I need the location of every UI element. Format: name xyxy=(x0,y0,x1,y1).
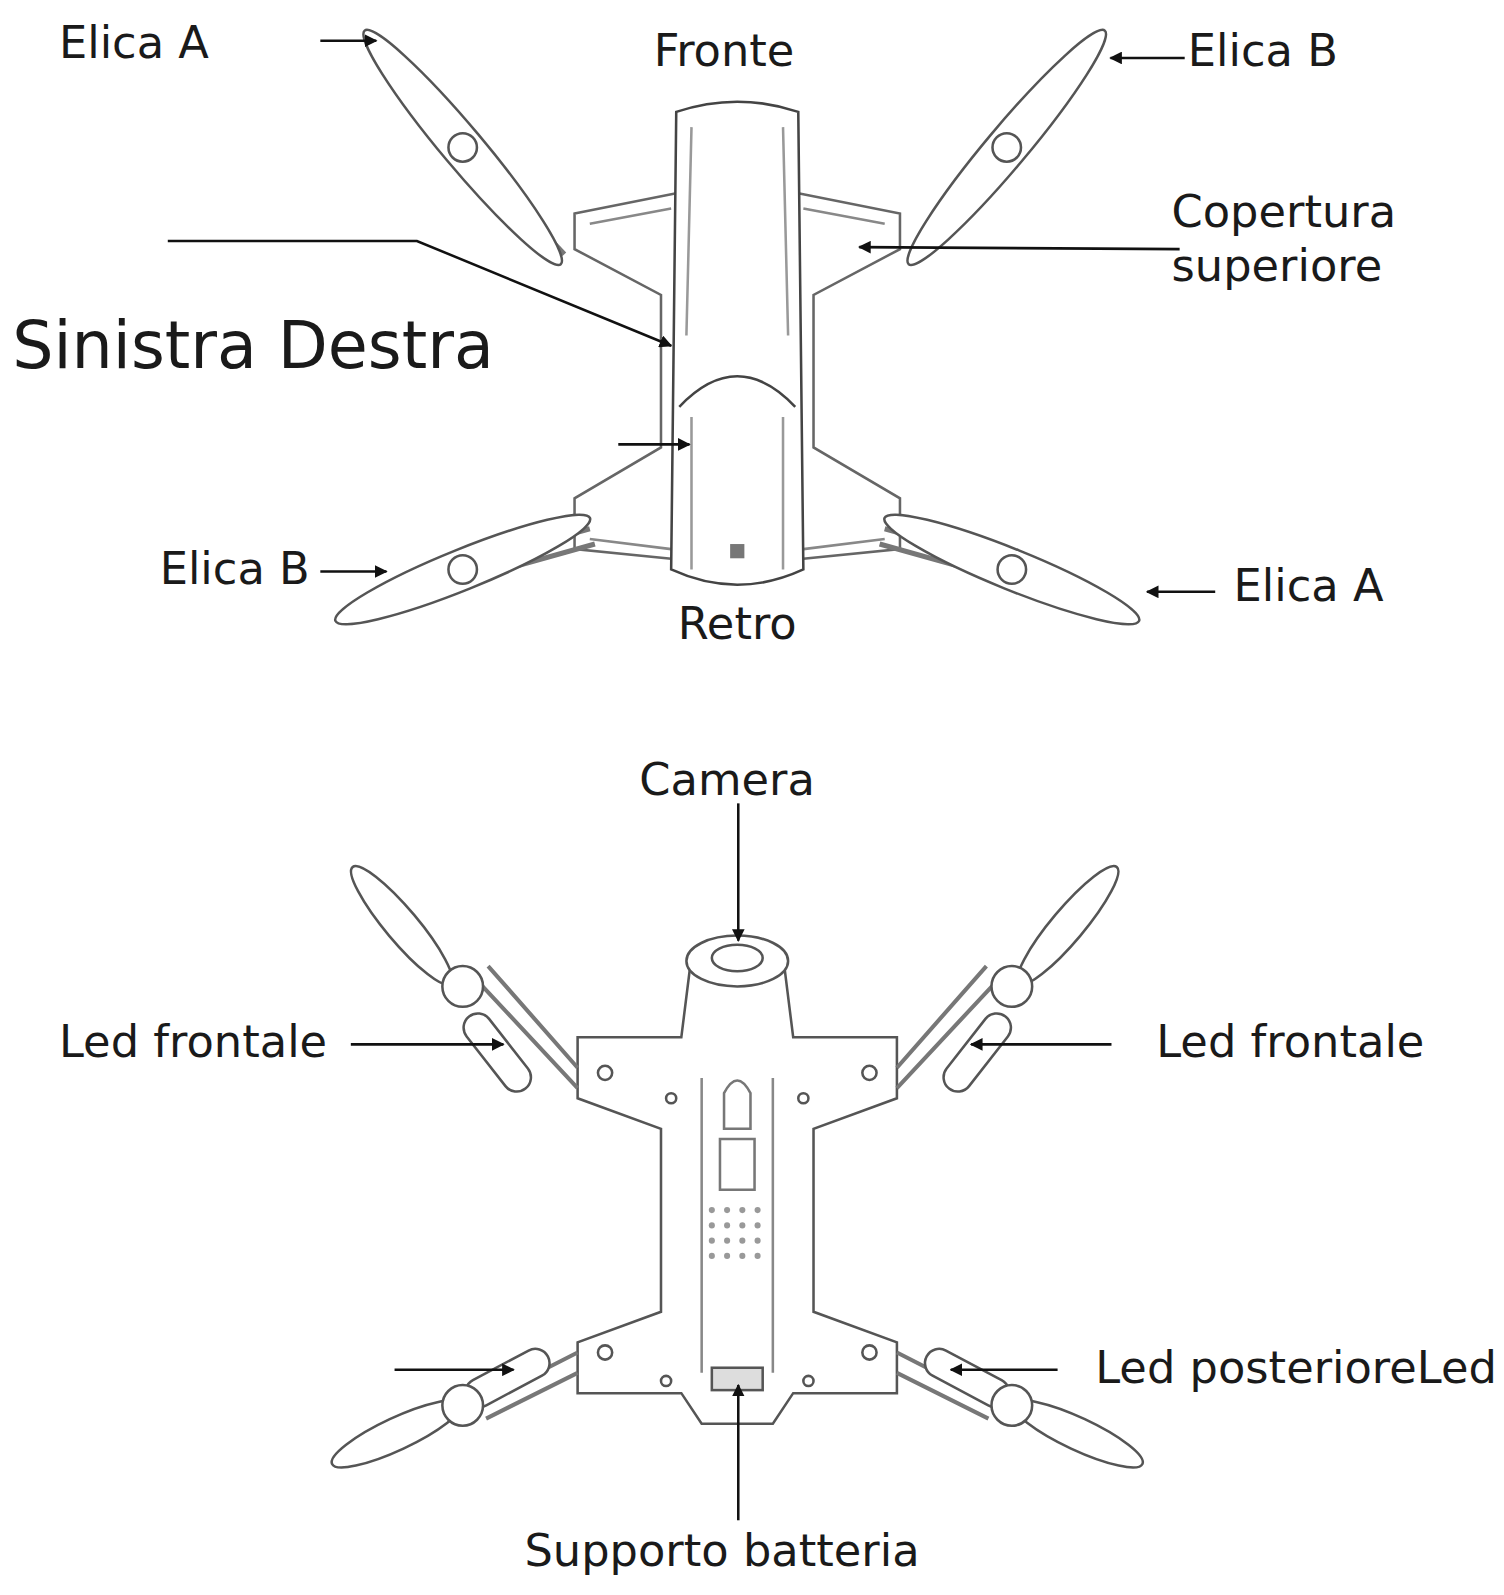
part-label: Led posterioreLed xyxy=(1095,1341,1497,1395)
part-label: Supporto batteria xyxy=(524,1524,919,1578)
part-label: Sinistra Destra xyxy=(12,307,494,385)
part-label: Elica B xyxy=(1188,24,1338,78)
part-label: Retro xyxy=(678,598,797,652)
part-label: Elica A xyxy=(1234,559,1384,613)
part-label: Elica A xyxy=(59,16,209,70)
leader-arrows xyxy=(168,41,1215,1521)
part-label: Led frontale xyxy=(1156,1015,1424,1069)
part-label: Elica B xyxy=(160,543,310,597)
part-label: Fronte xyxy=(654,24,795,78)
part-label: Copertura superiore xyxy=(1171,185,1415,292)
part-label: Camera xyxy=(639,753,815,807)
part-label: Led frontale xyxy=(59,1015,327,1069)
